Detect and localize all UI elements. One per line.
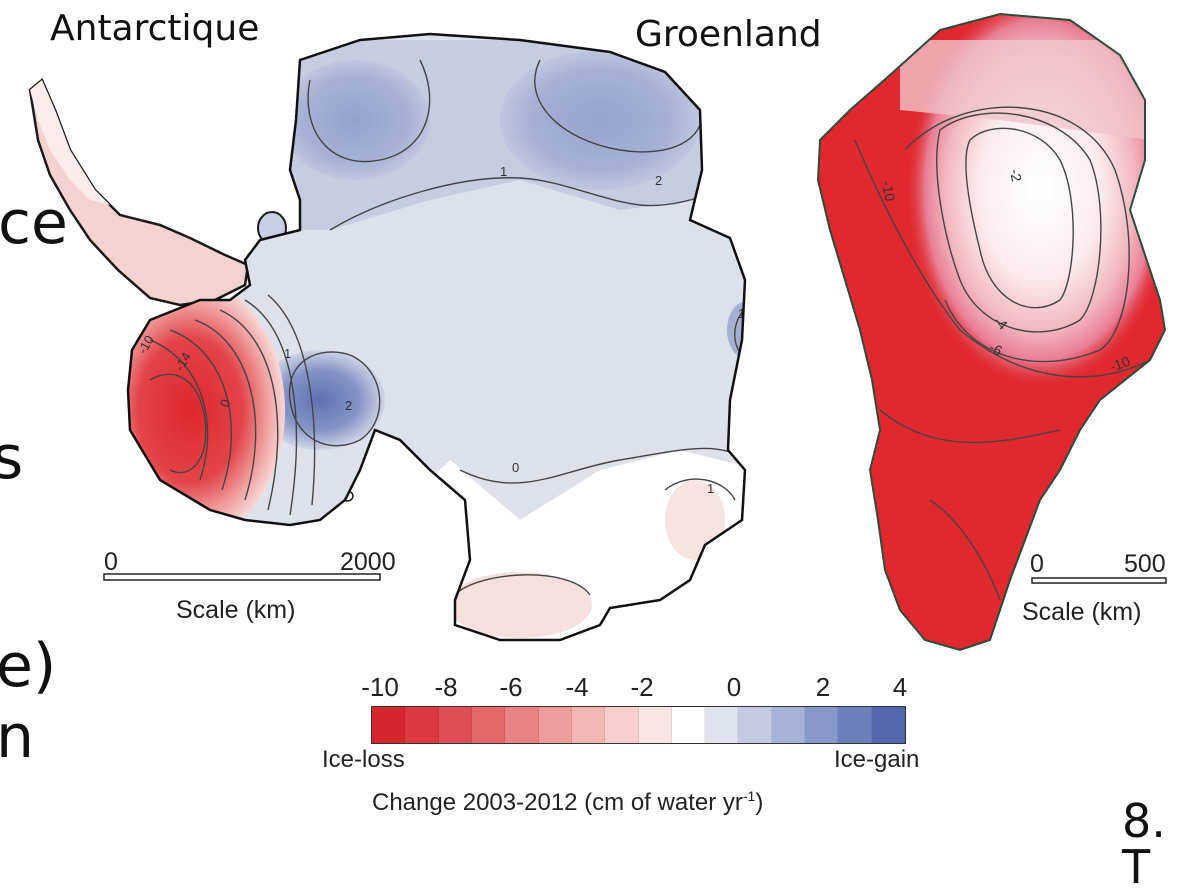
greenland-scale-bar bbox=[1031, 577, 1167, 584]
contour-label: 1 bbox=[500, 164, 507, 179]
colorbar-segment bbox=[705, 707, 739, 743]
colorbar-tick: 0 bbox=[726, 672, 742, 702]
colorbar-segment bbox=[771, 707, 806, 743]
contour-label: 2 bbox=[345, 398, 352, 413]
colorbar-segment bbox=[571, 707, 606, 743]
greenland-title: Groenland bbox=[635, 14, 822, 55]
antarctica-scale-zero: 0 bbox=[104, 548, 118, 576]
colorbar-segment bbox=[471, 707, 506, 743]
contour-label: 0 bbox=[217, 397, 234, 409]
slide-text-fragment: ce bbox=[0, 188, 68, 258]
contour-label: 2 bbox=[655, 173, 662, 188]
contour-label: 1 bbox=[707, 481, 714, 496]
colorbar-segment bbox=[538, 707, 572, 743]
colorbar-tick: 4 bbox=[892, 672, 908, 702]
contour-label: 0 bbox=[512, 460, 519, 475]
colorbar bbox=[371, 706, 906, 744]
colorbar-ticks: -10 -8 -6 -4 -2 0 2 4 bbox=[361, 672, 907, 706]
colorbar-caption: Change 2003-2012 (cm of water yr-1) bbox=[372, 788, 763, 817]
colorbar-segment bbox=[605, 707, 639, 743]
colorbar-tick: -10 bbox=[361, 672, 399, 702]
colorbar-tick: -4 bbox=[565, 672, 589, 702]
antarctica-map: 1 2 1 -10 -14 0 1 2 0 1 bbox=[28, 32, 747, 642]
contour-label: -10 bbox=[1108, 353, 1133, 375]
caption-end: ) bbox=[755, 789, 764, 816]
colorbar-segment bbox=[438, 707, 472, 743]
colorbar-segment bbox=[738, 707, 772, 743]
antarctica-scale-label: Scale (km) bbox=[176, 596, 296, 624]
contour-label: -10 bbox=[879, 180, 898, 203]
contour-label: -2 bbox=[1007, 168, 1025, 183]
antarctica-title: Antarctique bbox=[50, 8, 260, 49]
greenland-scale-max: 500 bbox=[1124, 550, 1166, 578]
colorbar-segment bbox=[671, 707, 706, 743]
colorbar-tick: -2 bbox=[630, 672, 654, 702]
colorbar-tick: -6 bbox=[499, 672, 523, 702]
contour-label: 1 bbox=[284, 346, 291, 361]
colorbar-segment bbox=[405, 707, 439, 743]
colorbar-ice-gain-label: Ice-gain bbox=[834, 746, 920, 773]
colorbar-ice-loss-label: Ice-loss bbox=[322, 746, 405, 773]
colorbar-segment bbox=[838, 707, 872, 743]
slide-text-fragment: n bbox=[0, 702, 35, 772]
colorbar-tick: -8 bbox=[434, 672, 458, 702]
greenland-scale-label: Scale (km) bbox=[1022, 598, 1142, 626]
greenland-scale-zero: 0 bbox=[1030, 550, 1044, 578]
caption-superscript: -1 bbox=[742, 788, 756, 804]
antarctica-scale-max: 2000 bbox=[340, 548, 396, 576]
colorbar-segment bbox=[638, 707, 672, 743]
colorbar-tick: 2 bbox=[815, 672, 831, 702]
contour-label: 1 bbox=[738, 306, 745, 321]
colorbar-segment bbox=[505, 707, 539, 743]
colorbar-segment bbox=[871, 707, 905, 743]
colorbar-segment bbox=[805, 707, 839, 743]
colorbar-segment bbox=[372, 707, 406, 743]
caption-main: Change 2003-2012 (cm of water yr bbox=[372, 789, 743, 816]
greenland-map: -10 -2 -4 -6 -10 bbox=[817, 13, 1167, 651]
slide-text-fragment: e) bbox=[0, 631, 57, 701]
slide-text-fragment: s bbox=[0, 423, 24, 493]
antarctica-scale-bar bbox=[103, 573, 381, 581]
